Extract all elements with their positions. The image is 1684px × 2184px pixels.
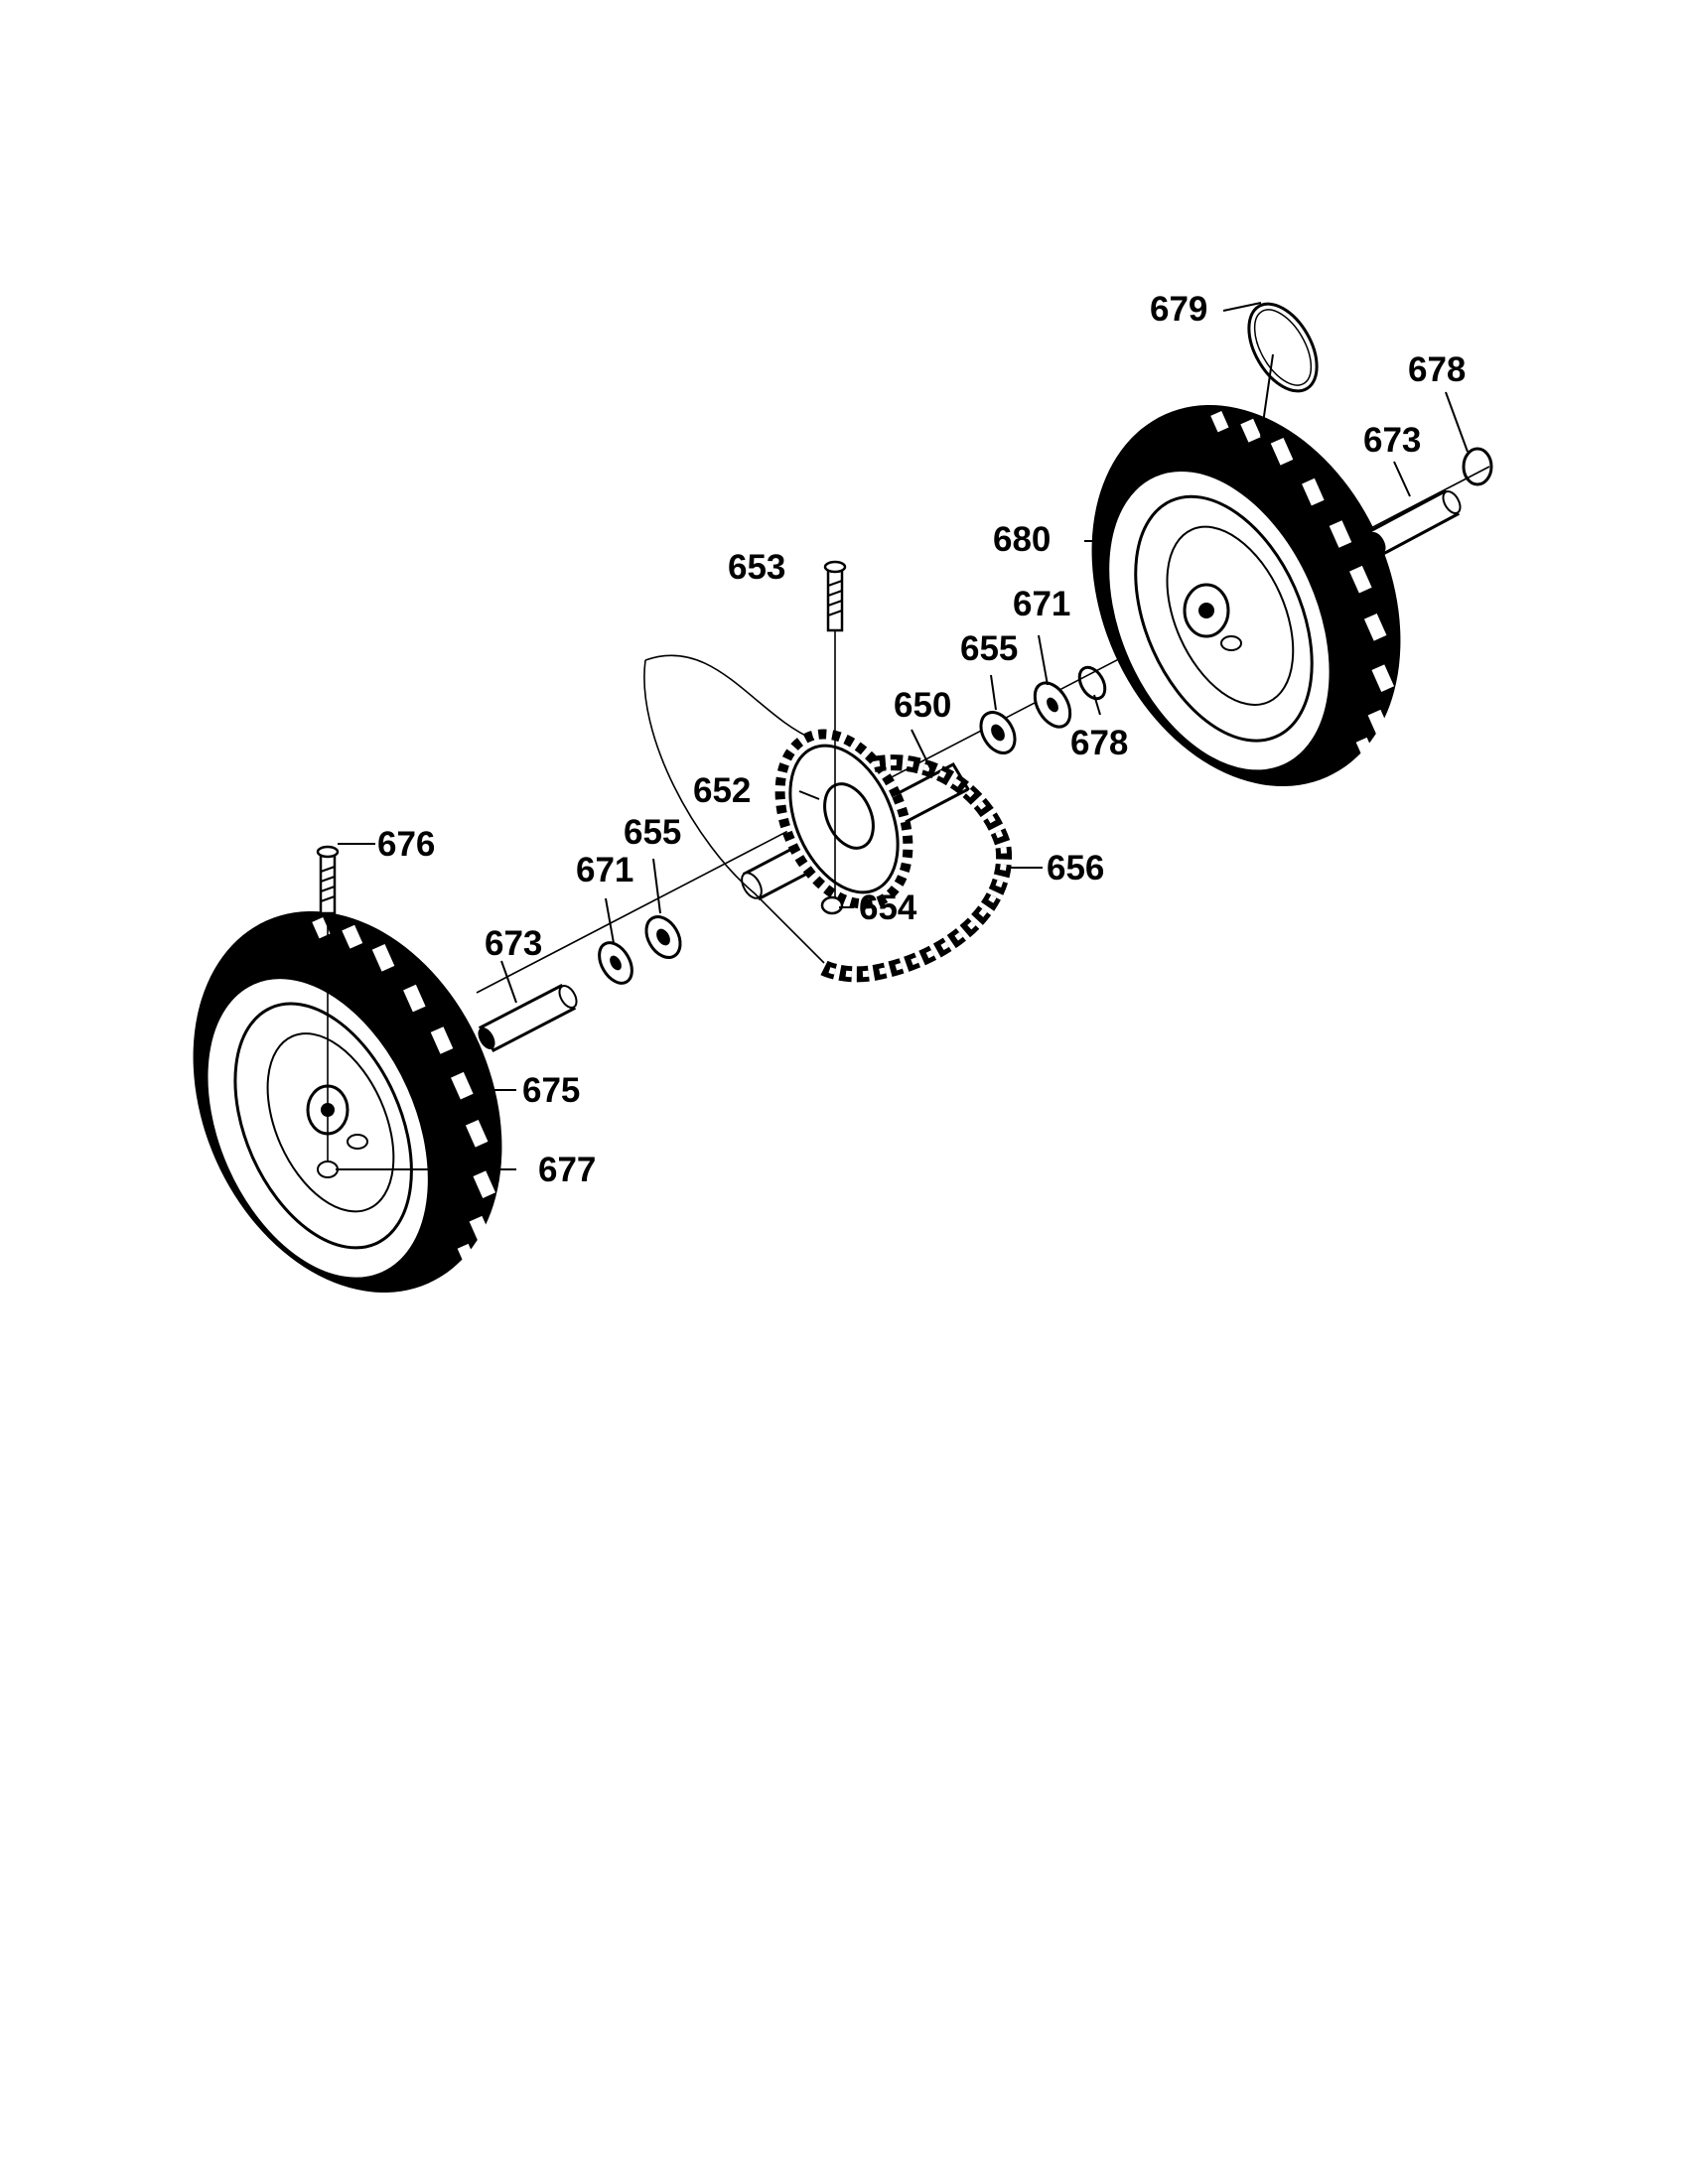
- leader-lines: [336, 302, 1469, 1170]
- callout-652: 652: [693, 771, 751, 810]
- spacer-tube-left: [478, 984, 578, 1052]
- ring-679: [1247, 302, 1319, 393]
- clip-678-mid: [1077, 665, 1107, 701]
- callout-676: 676: [377, 825, 435, 864]
- right-rim-inner: [1166, 525, 1295, 706]
- callout-678-mid: 678: [1070, 724, 1128, 762]
- callout-671-right: 671: [1013, 585, 1070, 623]
- chain-656: [820, 754, 1013, 983]
- callout-673-left: 673: [485, 924, 542, 963]
- callout-678-top: 678: [1408, 350, 1466, 389]
- callout-671-left: 671: [576, 851, 633, 889]
- callout-650: 650: [894, 686, 951, 725]
- right-tread-pattern: [1210, 411, 1395, 759]
- nut-655-left: [644, 915, 682, 959]
- callout-680: 680: [993, 520, 1051, 559]
- washer-671-right: [1033, 681, 1072, 729]
- left-wheel-assembly: [193, 911, 502, 1293]
- bolt-676: [316, 845, 340, 1161]
- right-wheel-assembly: [1091, 405, 1401, 786]
- callout-673-right: 673: [1363, 421, 1421, 460]
- nut-654: [820, 895, 844, 915]
- left-tread-pattern: [312, 917, 496, 1266]
- callout-655-right: 655: [960, 629, 1018, 668]
- callout-653: 653: [728, 548, 785, 587]
- spacer-tube-right: [1367, 488, 1462, 557]
- callout-labels: 679 678 673 680 653 671 655 650 678 652 …: [377, 290, 1466, 1189]
- washer-671-left: [598, 941, 633, 985]
- clip-678-right: [1462, 447, 1493, 486]
- bolt-653: [823, 560, 847, 898]
- callout-679: 679: [1150, 290, 1207, 329]
- chain-path-outline: [643, 654, 825, 964]
- callout-654: 654: [859, 888, 917, 927]
- callout-656: 656: [1047, 849, 1104, 887]
- callout-677: 677: [538, 1151, 596, 1189]
- nut-655-right: [979, 711, 1017, 754]
- callout-675: 675: [522, 1071, 580, 1110]
- left-rim-inner: [266, 1032, 395, 1213]
- callout-655-left: 655: [624, 813, 681, 852]
- hairpin-clip-677: [317, 1160, 339, 1178]
- sprocket-652: [774, 729, 913, 909]
